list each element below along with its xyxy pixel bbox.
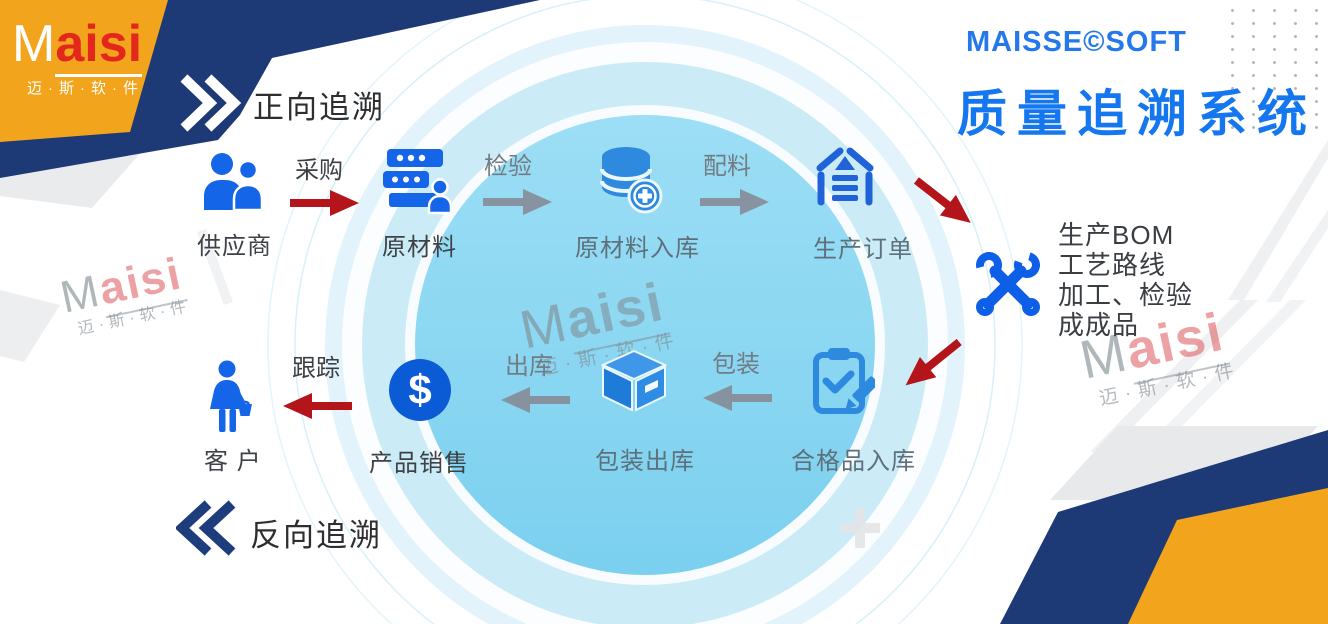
arrow-outbound xyxy=(500,386,570,414)
logo-letter-m: M xyxy=(12,15,56,73)
forward-chevrons-icon xyxy=(180,74,242,132)
arrow-label-inspection: 检验 xyxy=(484,153,532,180)
production-detail-block: 生产BOM 工艺路线 加工、检验 成成品 xyxy=(1058,220,1193,340)
arrow-inspection xyxy=(483,188,553,216)
arrow-label-batching: 配料 xyxy=(703,153,751,180)
node-label-product-sales: 产品销售 xyxy=(369,450,469,477)
arrow-label-procurement: 采购 xyxy=(295,157,343,184)
node-label-customer: 客 户 xyxy=(204,448,262,475)
arrow-procurement xyxy=(290,189,360,217)
arrow-label-tracking: 跟踪 xyxy=(292,355,340,382)
page-title: 质量追溯系统 xyxy=(957,86,1317,142)
logo-letters-aisi: aisi xyxy=(55,15,143,77)
node-label-package-outbound: 包装出库 xyxy=(595,448,695,475)
arrow-packaging xyxy=(702,384,772,412)
dot-pattern xyxy=(1222,4,1328,134)
logo-wordmark: Maisi xyxy=(12,15,144,77)
top-left-banner xyxy=(0,0,540,178)
company-name: MAISSE©SOFT xyxy=(966,26,1187,58)
backward-trace-label: 反向追溯 xyxy=(250,518,382,553)
arrow-to-production xyxy=(905,168,982,237)
node-label-raw-material-warehouse: 原材料入库 xyxy=(575,235,700,262)
arrow-tracking xyxy=(282,392,352,420)
dollar-symbol: $ xyxy=(408,366,431,413)
arrow-label-outbound: 出库 xyxy=(505,353,553,380)
production-order-icon xyxy=(816,147,874,206)
node-label-raw-material: 原材料 xyxy=(382,234,457,261)
suppliers-icon xyxy=(204,153,264,212)
node-label-qualified-warehouse: 合格品入库 xyxy=(791,448,916,475)
production-line-1: 生产BOM xyxy=(1058,220,1175,250)
arrow-batching xyxy=(700,188,770,216)
production-line-3: 加工、检验 xyxy=(1058,280,1194,310)
node-label-supplier: 供应商 xyxy=(197,233,272,260)
raw-material-icon xyxy=(383,149,451,215)
warehouse-database-icon xyxy=(600,147,663,214)
arrow-label-packaging: 包装 xyxy=(712,351,760,378)
brand-logo: Maisi 迈·斯·软·件 xyxy=(12,15,144,98)
quality-clipboard-icon xyxy=(813,348,875,414)
bottom-right-corner xyxy=(1000,426,1328,624)
forward-trace-label: 正向追溯 xyxy=(253,90,385,125)
backward-chevrons-icon xyxy=(176,500,236,556)
plus-ornament xyxy=(840,508,880,548)
logo-subtitle: 迈·斯·软·件 xyxy=(27,80,144,97)
sales-dollar-icon: $ xyxy=(389,359,451,421)
package-box-icon xyxy=(601,350,667,412)
production-line-2: 工艺路线 xyxy=(1058,250,1167,280)
arrow-to-warehouse xyxy=(894,329,971,399)
node-label-production-order: 生产订单 xyxy=(813,236,913,263)
gray-stripes-right xyxy=(1090,140,1328,452)
customer-icon xyxy=(210,360,252,432)
wrench-tools-icon xyxy=(976,252,1040,316)
production-line-4: 成成品 xyxy=(1058,310,1140,340)
